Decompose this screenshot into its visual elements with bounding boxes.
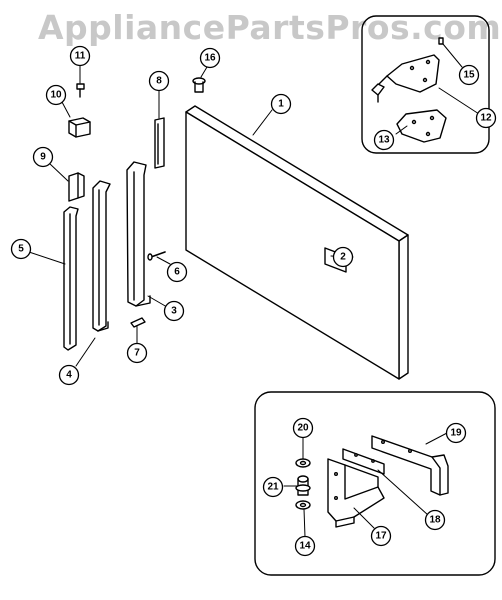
svg-text:14: 14 <box>299 541 311 552</box>
callout-16: 16 <box>199 47 221 69</box>
center-trim-strip <box>92 180 111 332</box>
callout-18: 18 <box>424 509 446 531</box>
hinge-inset-bottom <box>254 391 496 576</box>
svg-text:16: 16 <box>204 53 216 64</box>
svg-text:6: 6 <box>174 267 180 278</box>
callout-21: 21 <box>262 476 284 498</box>
callout-5: 5 <box>10 238 32 260</box>
callout-7: 7 <box>126 342 148 364</box>
small-screw <box>76 83 85 98</box>
svg-text:7: 7 <box>134 348 140 359</box>
small-bracket <box>68 172 85 202</box>
svg-text:17: 17 <box>375 531 387 542</box>
callout-14: 14 <box>294 535 316 557</box>
svg-text:2: 2 <box>340 252 346 263</box>
svg-text:10: 10 <box>50 90 62 101</box>
svg-text:11: 11 <box>75 51 86 62</box>
callout-19: 19 <box>445 422 467 444</box>
door-clip <box>130 317 146 328</box>
svg-text:21: 21 <box>267 482 279 493</box>
svg-text:13: 13 <box>378 135 390 146</box>
callout-markers: 1 2 3 4 5 6 7 8 9 10 11 12 13 14 15 16 1… <box>10 45 497 557</box>
callout-8: 8 <box>148 70 170 92</box>
callout-20: 20 <box>292 417 314 439</box>
callout-11: 11 <box>69 45 91 67</box>
svg-text:5: 5 <box>18 244 24 255</box>
callout-12: 12 <box>475 107 497 129</box>
callout-10: 10 <box>45 84 67 106</box>
callout-6: 6 <box>166 261 188 283</box>
svg-text:20: 20 <box>297 423 309 434</box>
callout-2: 2 <box>332 246 354 268</box>
callout-4: 4 <box>58 364 80 386</box>
callout-9: 9 <box>32 146 54 168</box>
svg-text:15: 15 <box>463 70 475 81</box>
svg-text:9: 9 <box>40 152 46 163</box>
callout-17: 17 <box>370 525 392 547</box>
right-trim-strip <box>126 161 151 307</box>
svg-text:1: 1 <box>278 99 284 110</box>
callout-3: 3 <box>163 300 185 322</box>
svg-text:8: 8 <box>156 76 162 87</box>
door-plug <box>192 77 206 93</box>
svg-text:12: 12 <box>480 113 492 124</box>
svg-text:19: 19 <box>450 428 462 439</box>
svg-text:18: 18 <box>429 515 441 526</box>
top-hinge-strip <box>154 117 165 169</box>
svg-text:4: 4 <box>66 370 72 381</box>
watermark-logo: AppliancePartsPros.com <box>38 8 502 47</box>
svg-text:3: 3 <box>171 306 177 317</box>
hinge-inset-top <box>361 15 490 154</box>
callout-1: 1 <box>270 93 292 115</box>
callout-15: 15 <box>458 64 480 86</box>
callout-13: 13 <box>373 129 395 151</box>
hinge-block <box>68 117 91 138</box>
door-screw <box>147 251 166 261</box>
left-trim-strip <box>63 206 79 351</box>
door-panel <box>185 105 409 380</box>
